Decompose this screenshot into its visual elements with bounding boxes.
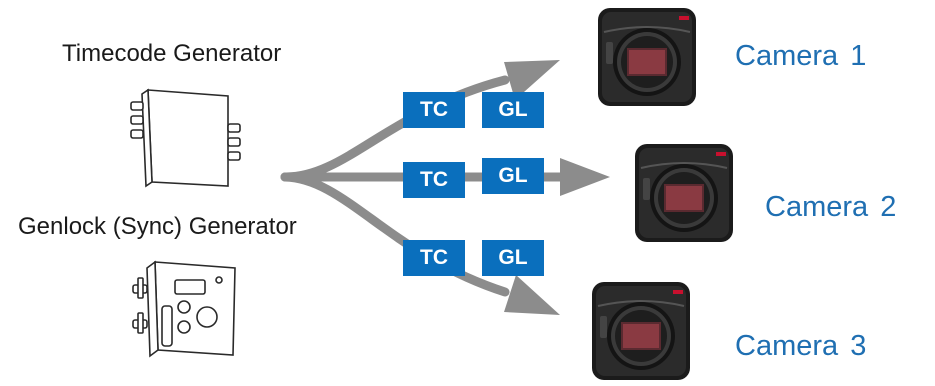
timecode-generator-icon xyxy=(130,88,241,188)
arrow-to-camera-3 xyxy=(280,172,560,315)
camera-2-icon xyxy=(633,142,735,244)
gl-badge-3: GL xyxy=(482,240,544,276)
gl-badge-1: GL xyxy=(482,92,544,128)
genlock-generator-label: Genlock (Sync) Generator xyxy=(18,213,297,240)
tc-badge-2: TC xyxy=(403,162,465,198)
genlock-generator-icon xyxy=(132,260,236,358)
timecode-generator-label: Timecode Generator xyxy=(62,40,282,67)
camera-3-label: Camera 3 xyxy=(735,330,867,362)
camera-3-icon xyxy=(590,280,692,382)
camera-2-label: Camera 2 xyxy=(765,191,897,223)
camera-1-icon xyxy=(596,6,698,108)
gl-badge-2: GL xyxy=(482,158,544,194)
tc-badge-1: TC xyxy=(403,92,465,128)
camera-1-label: Camera 1 xyxy=(735,40,867,72)
tc-badge-3: TC xyxy=(403,240,465,276)
